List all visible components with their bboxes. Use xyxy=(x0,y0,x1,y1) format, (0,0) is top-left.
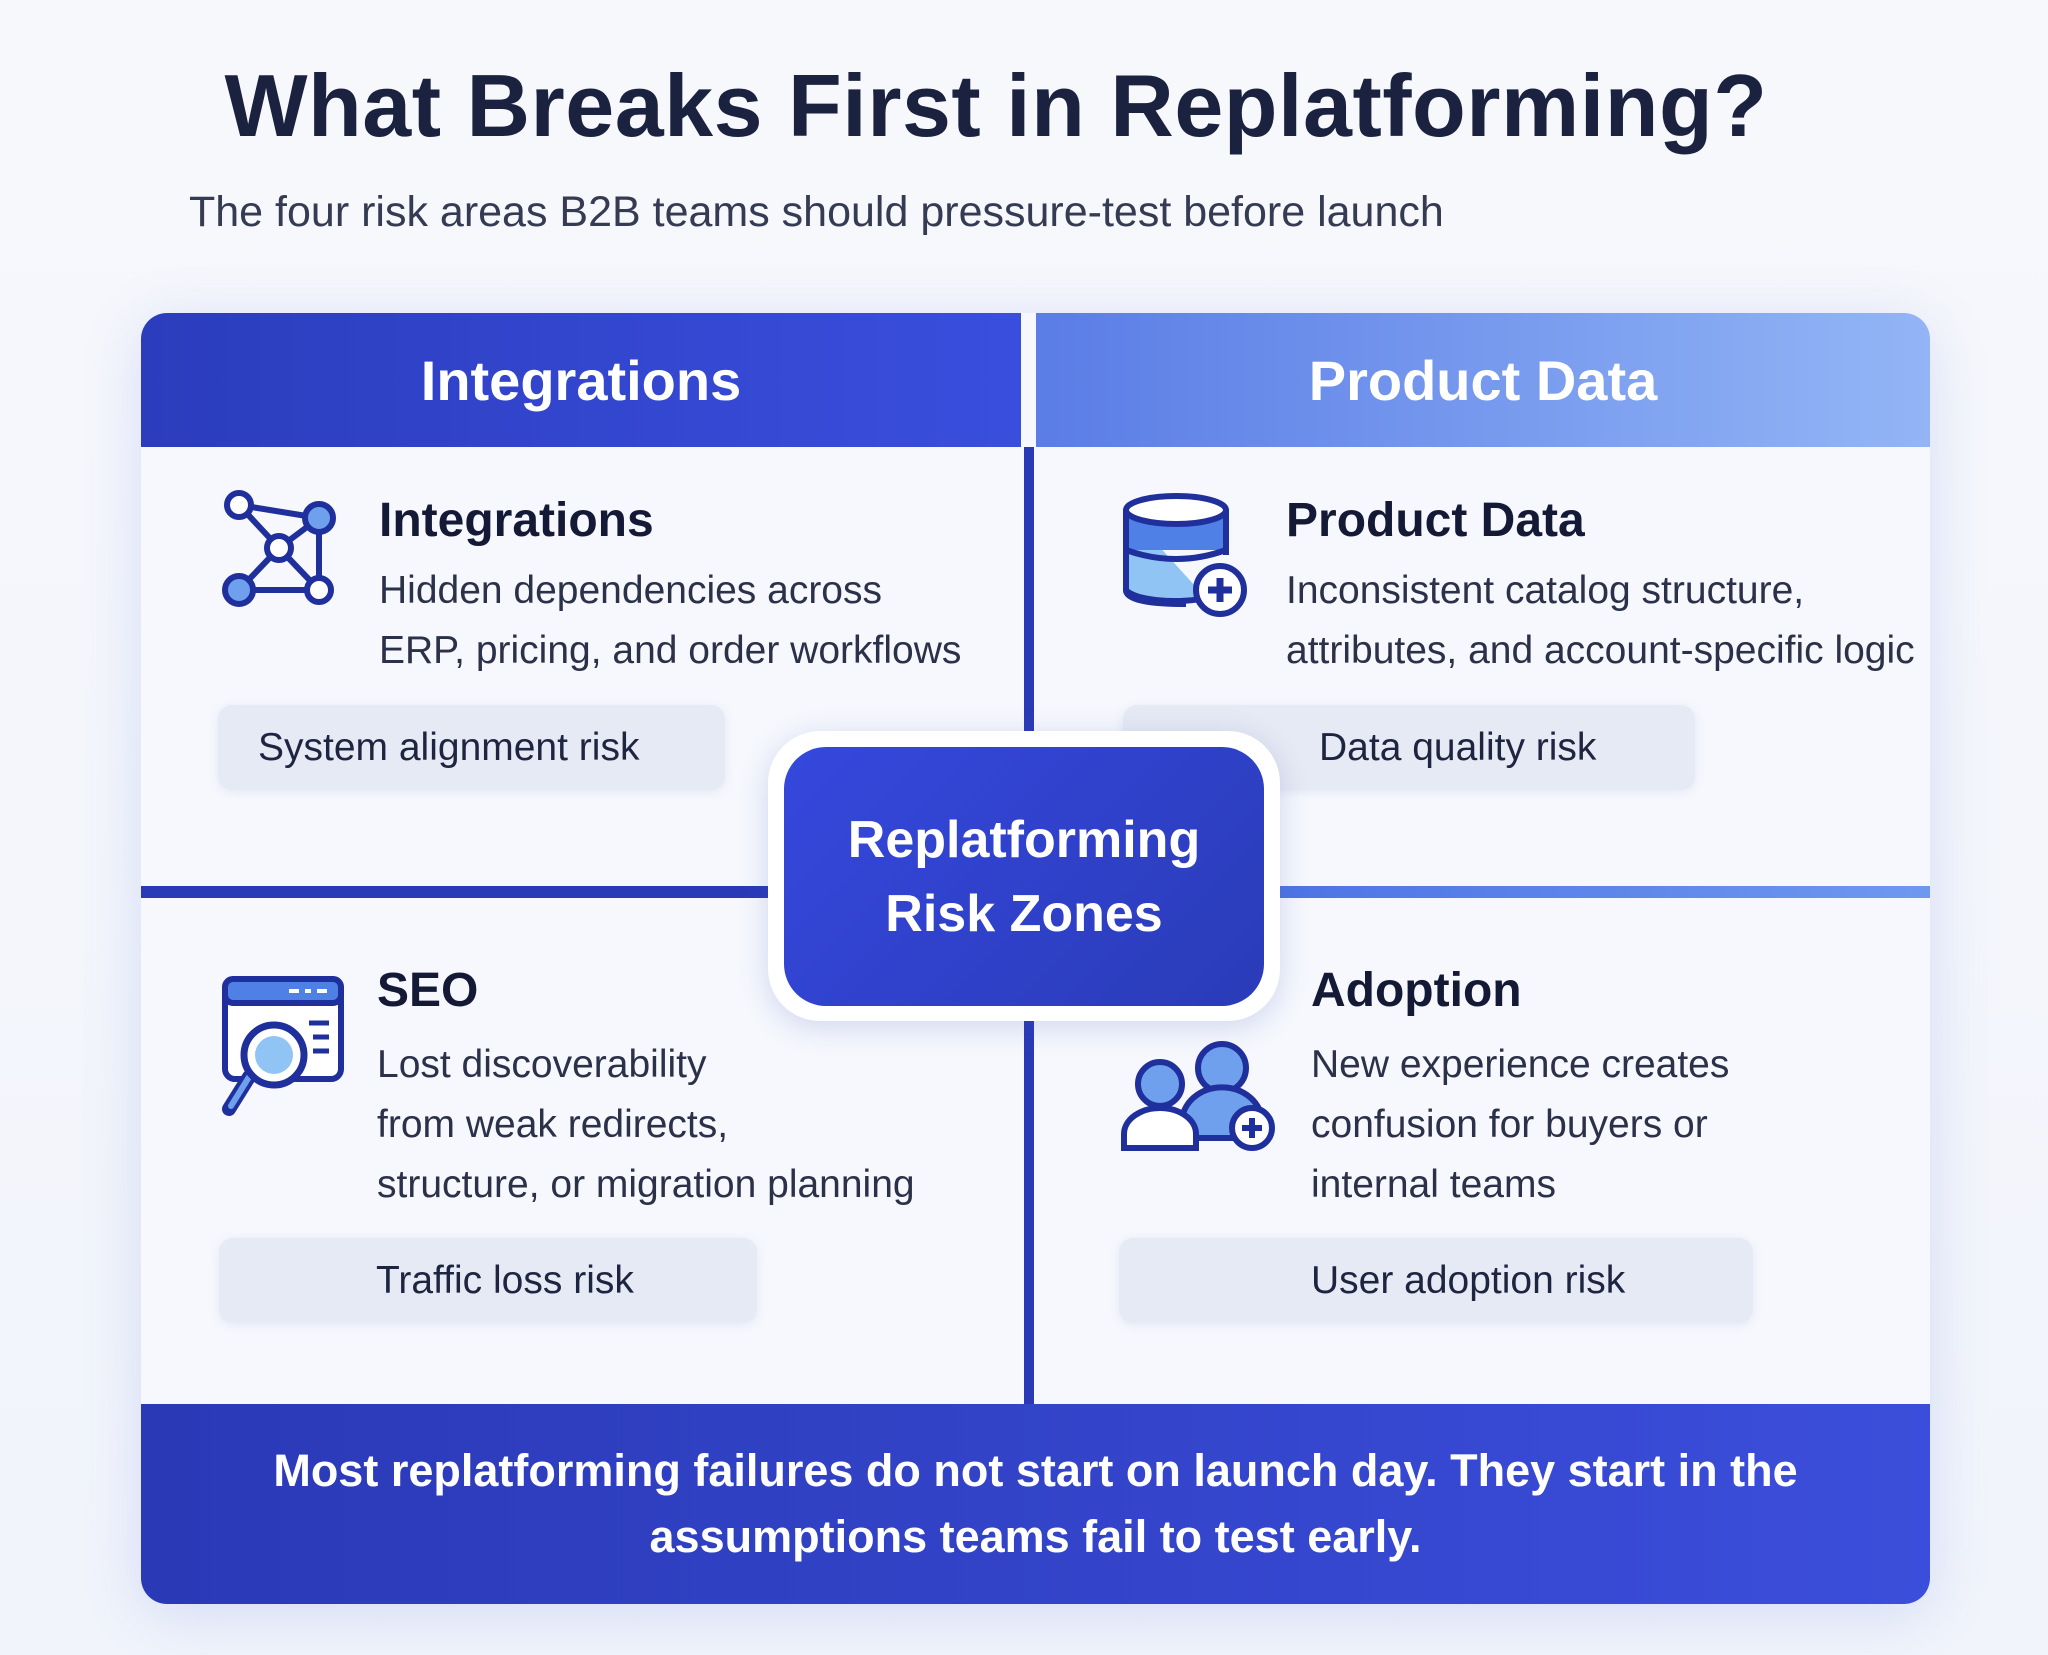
horizontal-divider-right xyxy=(1261,886,1930,898)
center-label: Replatforming Risk Zones xyxy=(784,747,1264,1006)
footer-line: assumptions teams fail to test early. xyxy=(649,1511,1422,1562)
users-plus-icon xyxy=(1121,1041,1275,1151)
risk-badge: User adoption risk xyxy=(1119,1238,1753,1323)
center-label-line: Risk Zones xyxy=(885,884,1163,943)
description-line: internal teams xyxy=(1311,1163,1556,1206)
quadrant-description: New experience creates confusion for buy… xyxy=(1311,1035,1729,1215)
description-line: Inconsistent catalog structure, xyxy=(1286,569,1805,612)
description-line: structure, or migration planning xyxy=(377,1163,915,1206)
database-plus-icon xyxy=(1123,493,1247,617)
description-line: from weak redirects, xyxy=(377,1103,729,1146)
search-browser-icon xyxy=(222,976,344,1116)
horizontal-divider-left xyxy=(141,886,791,898)
description-line: confusion for buyers or xyxy=(1311,1103,1708,1146)
risk-badge: Traffic loss risk xyxy=(219,1238,757,1323)
quadrant-title: Integrations xyxy=(379,494,654,547)
page-title: What Breaks First in Replatforming? xyxy=(224,56,1768,155)
quadrant-title: Product Data xyxy=(1286,494,1585,547)
description-line: Lost discoverability xyxy=(377,1043,707,1086)
quadrant-title: SEO xyxy=(377,964,479,1017)
quadrant-title: Adoption xyxy=(1311,964,1522,1017)
risk-matrix: Integrations Product Data Integrations H… xyxy=(141,313,1930,1604)
risk-badge: System alignment risk xyxy=(218,705,725,790)
quadrant-description: Inconsistent catalog structure, attribut… xyxy=(1286,561,1915,681)
page-subtitle: The four risk areas B2B teams should pre… xyxy=(189,188,1444,236)
description-line: attributes, and account-specific logic xyxy=(1286,629,1915,672)
footer-line: Most replatforming failures do not start… xyxy=(273,1445,1798,1496)
center-label-line: Replatforming xyxy=(847,810,1201,869)
header-product-data: Product Data xyxy=(1036,313,1930,447)
network-nodes-icon xyxy=(222,490,336,607)
header-integrations: Integrations xyxy=(141,313,1021,447)
description-line: New experience creates xyxy=(1311,1043,1730,1086)
description-line: ERP, pricing, and order workflows xyxy=(379,629,962,672)
footer-banner: Most replatforming failures do not start… xyxy=(141,1404,1930,1604)
description-line: Hidden dependencies across xyxy=(379,569,883,612)
quadrant-description: Lost discoverability from weak redirects… xyxy=(377,1035,915,1215)
quadrant-description: Hidden dependencies across ERP, pricing,… xyxy=(379,561,961,681)
